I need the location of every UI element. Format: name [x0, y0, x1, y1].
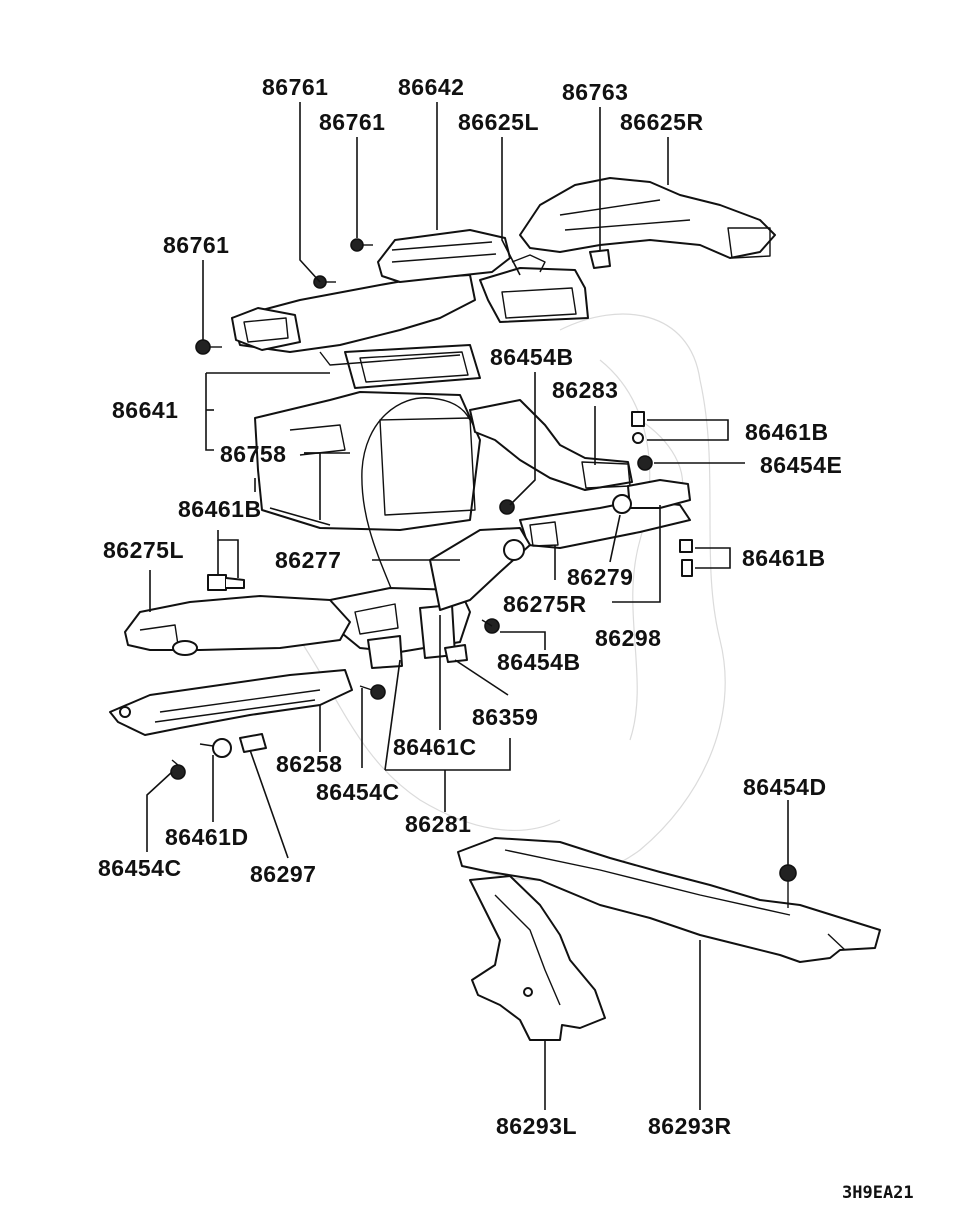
label-86625R: 86625R: [620, 109, 704, 135]
figure-code: 3H9EA21: [842, 1183, 914, 1203]
screw-86461B-r2: [679, 539, 693, 577]
screw-86359: [444, 644, 468, 663]
duct-86283: [469, 399, 633, 491]
housing-86758: [254, 391, 481, 531]
label-86761-a: 86761: [262, 74, 328, 100]
label-86277: 86277: [275, 547, 341, 573]
label-86281: 86281: [405, 811, 471, 837]
duct-86293L: [469, 875, 606, 1041]
label-86275R: 86275R: [503, 591, 587, 617]
leader-lines: [146, 102, 789, 1110]
label-86758: 86758: [220, 441, 286, 467]
label-86454B-top: 86454B: [490, 344, 574, 370]
label-86258: 86258: [276, 751, 342, 777]
screw-86454D: [779, 864, 797, 908]
label-86454D: 86454D: [743, 774, 827, 800]
screw-86454C-mid: [359, 684, 386, 700]
label-86761-b: 86761: [319, 109, 385, 135]
screw-86461B-left: [207, 574, 245, 591]
vent-86625L: [479, 254, 589, 323]
label-86641: 86641: [112, 397, 178, 423]
cover-86258: [109, 669, 353, 736]
duct-86641: [231, 274, 481, 389]
label-86761-c: 86761: [163, 232, 229, 258]
part-labels: 86761 86642 86763 86761 86625L 86625R 86…: [98, 74, 842, 1139]
label-86454C-bot: 86454C: [98, 855, 182, 881]
bracket-86298: [612, 479, 691, 514]
duct-86625R: [519, 177, 776, 259]
screw-86461B-r1: [631, 411, 645, 444]
label-86461C: 86461C: [393, 734, 477, 760]
clip-86761a: [313, 275, 336, 289]
label-86461B-left: 86461B: [178, 496, 262, 522]
label-86283: 86283: [552, 377, 618, 403]
screw-86461D: [199, 738, 232, 758]
label-86625L: 86625L: [458, 109, 539, 135]
label-86279: 86279: [567, 564, 633, 590]
clip-86763: [589, 249, 611, 269]
duct-86642: [377, 229, 511, 283]
label-86642: 86642: [398, 74, 464, 100]
cable-86277: [361, 397, 471, 599]
label-86293R: 86293R: [648, 1113, 732, 1139]
clip-86761b: [350, 238, 373, 252]
screw-86454C-bot: [170, 759, 186, 780]
duct-86275L: [124, 595, 351, 656]
duct-86293R: [457, 837, 881, 963]
label-86454B-bot: 86454B: [497, 649, 581, 675]
distribution-86281: [329, 527, 531, 669]
label-86461D: 86461D: [165, 824, 249, 850]
clip-86297: [239, 733, 267, 753]
label-86293L: 86293L: [496, 1113, 577, 1139]
label-86461B-r1: 86461B: [745, 419, 829, 445]
label-86763: 86763: [562, 79, 628, 105]
label-86298: 86298: [595, 625, 661, 651]
screw-86454E: [637, 455, 653, 471]
label-86297: 86297: [250, 861, 316, 887]
label-86275L: 86275L: [103, 537, 184, 563]
label-86461B-r2: 86461B: [742, 545, 826, 571]
label-86454E: 86454E: [760, 452, 842, 478]
label-86454C-mid: 86454C: [316, 779, 400, 805]
clip-86761c: [195, 339, 222, 355]
screw-86454B-bot: [481, 618, 500, 634]
label-86359: 86359: [472, 704, 538, 730]
